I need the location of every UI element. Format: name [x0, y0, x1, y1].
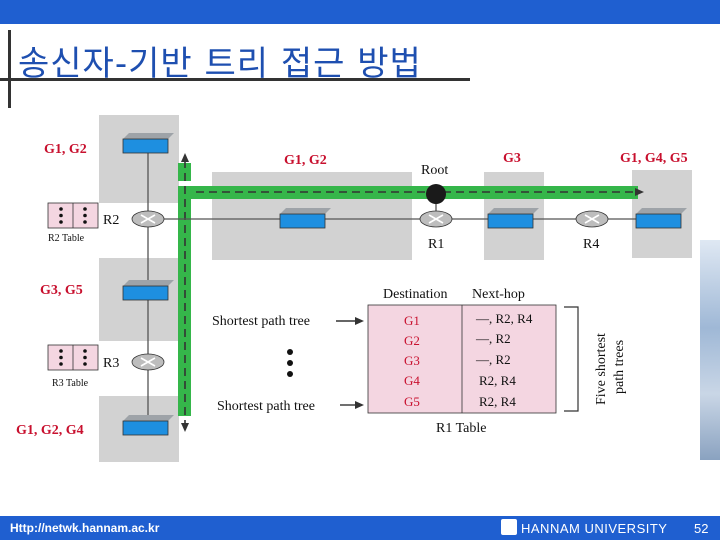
r1-row-hop: —, R2	[475, 352, 511, 367]
lan-group-label-left-bottom: G1, G2, G4	[16, 423, 84, 438]
spt-arrow-2-head	[355, 401, 364, 409]
r2-table-icon	[47, 202, 99, 229]
footer-university: HANNAM UNIVERSITY	[521, 521, 668, 536]
root-label: Root	[421, 163, 448, 178]
footer-url: Http://netwk.hannam.ac.kr	[10, 521, 160, 535]
ellipsis-dot	[287, 349, 293, 355]
router-r1	[419, 210, 453, 228]
footer-bar	[0, 516, 720, 540]
spt-highlight-vertical	[178, 186, 191, 416]
brace-label-line2: path trees	[612, 340, 627, 394]
r3-table-icon	[47, 344, 99, 371]
router-label-r1: R1	[428, 237, 444, 252]
spt-highlight-stub	[178, 163, 191, 181]
router-r2	[131, 210, 165, 228]
spt-label-1: Shortest path tree	[212, 314, 310, 329]
lan-group-label-left-top: G1, G2	[44, 142, 87, 157]
r1-row-dest: G5	[404, 394, 420, 409]
host-left-top	[122, 133, 174, 154]
r1-row-dest: G2	[404, 333, 420, 348]
ellipsis-dot	[287, 371, 293, 377]
table-header-next-hop: Next-hop	[472, 287, 525, 302]
host-right	[635, 208, 687, 229]
table-header-destination: Destination	[383, 287, 448, 302]
r1-row-dest: G1	[404, 313, 420, 328]
slide-title: 송신자-기반 트리 접근 방법	[18, 44, 422, 84]
header-bar	[0, 0, 720, 24]
lan-group-label-right: G1, G4, G5	[620, 151, 688, 166]
lan-box-left-top	[99, 115, 179, 203]
host-mid	[279, 208, 331, 229]
r1-table-caption: R1 Table	[436, 421, 486, 436]
host-left-mid	[122, 280, 174, 301]
r1-row-hop: R2, R4	[479, 373, 516, 388]
brace-label-line1: Five shortest	[594, 333, 609, 405]
router-label-r4: R4	[583, 237, 599, 252]
router-label-r3: R3	[103, 356, 119, 371]
spt-highlight-horizontal	[190, 186, 638, 199]
r1-row-dest: G4	[404, 373, 420, 388]
page-number: 52	[694, 521, 709, 536]
arrowhead-down	[181, 423, 189, 432]
r3-table-caption: R3 Table	[52, 378, 89, 389]
lan-group-label-left-mid: G3, G5	[40, 283, 83, 298]
lan-group-label-right-mid: G3	[503, 151, 521, 166]
router-r4	[575, 210, 609, 228]
lan-group-label-mid: G1, G2	[284, 153, 327, 168]
root-node	[426, 184, 446, 204]
r2-table-caption: R2 Table	[48, 233, 85, 244]
host-right-mid	[487, 208, 539, 229]
host-left-bottom	[122, 415, 174, 436]
r1-row-hop: R2, R4	[479, 394, 516, 409]
side-decoration	[700, 240, 720, 460]
title-accent-vertical	[8, 30, 11, 108]
ellipsis-dot	[287, 360, 293, 366]
university-logo-icon	[501, 519, 517, 535]
spt-arrow-1-head	[355, 317, 364, 325]
title-underline	[0, 78, 470, 81]
router-r3	[131, 353, 165, 371]
five-trees-brace	[564, 306, 579, 412]
arrowhead-right	[635, 188, 644, 196]
router-label-r2: R2	[103, 213, 119, 228]
r1-row-hop: —, R2, R4	[475, 311, 533, 326]
spt-label-2: Shortest path tree	[217, 399, 315, 414]
r1-row-hop: —, R2	[475, 331, 511, 346]
r1-row-dest: G3	[404, 353, 420, 368]
arrowhead-up	[181, 153, 189, 162]
